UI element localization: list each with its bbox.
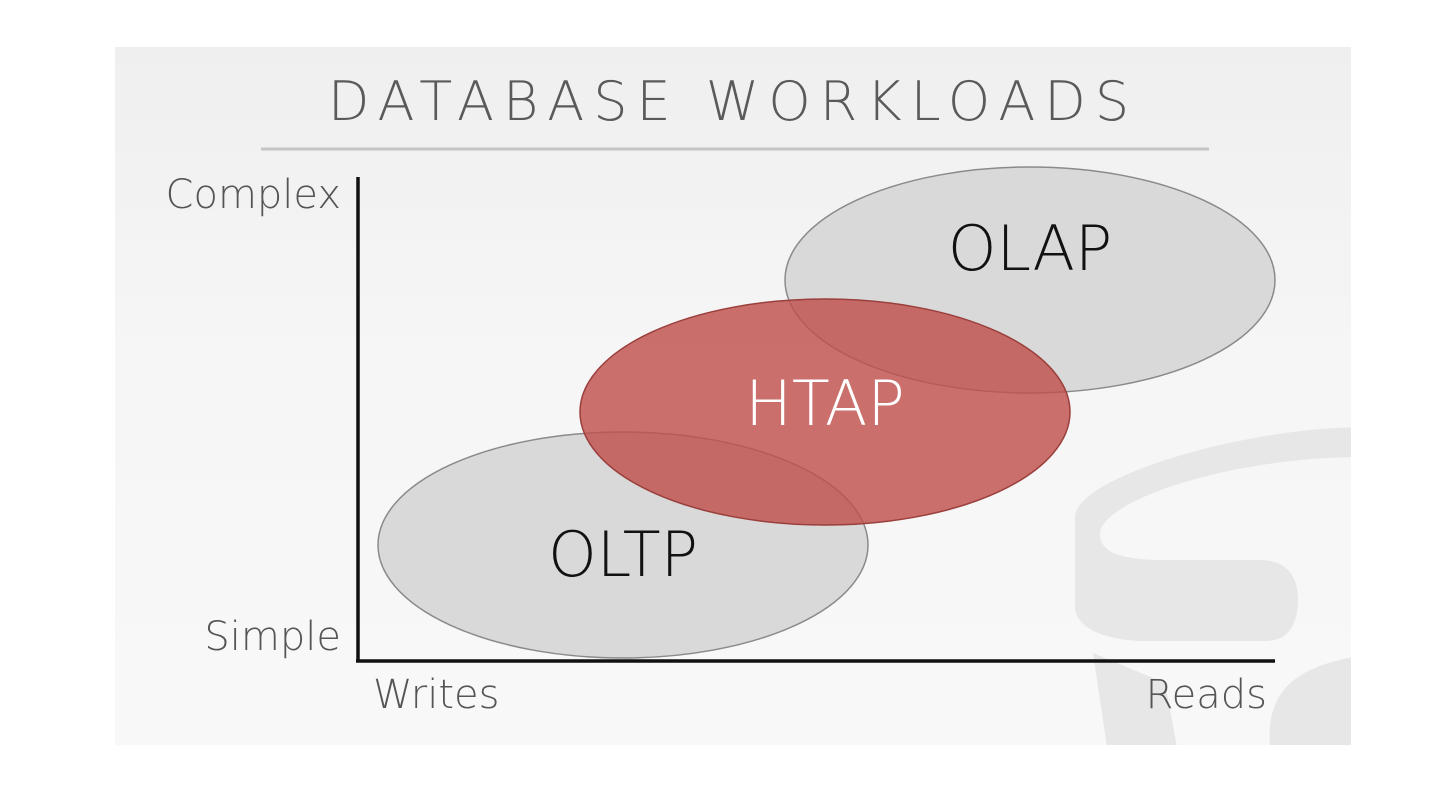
slide: DATABASE WORKLOADS Complex Simple Writes… [115, 47, 1351, 745]
axes [356, 177, 1275, 663]
htap-label: HTAP [745, 367, 904, 440]
database-logo-icon [1075, 427, 1351, 745]
htap-ellipse [579, 298, 1071, 526]
x-axis-left-label: Writes [373, 672, 499, 718]
x-axis-right-label: Reads [1146, 672, 1267, 718]
y-axis-top-label: Complex [166, 172, 341, 218]
y-axis-bottom-label: Simple [204, 614, 341, 660]
watermark-lower-left [1093, 653, 1177, 745]
workload-diagram: DATABASE WORKLOADS Complex Simple Writes… [166, 70, 1351, 745]
region-htap: HTAP [579, 298, 1071, 526]
oltp-label: OLTP [548, 518, 698, 591]
watermark-lower-right [1269, 657, 1351, 745]
page-title: DATABASE WORKLOADS [328, 70, 1138, 133]
watermark-ring [1075, 427, 1351, 641]
olap-label: OLAP [948, 212, 1113, 285]
